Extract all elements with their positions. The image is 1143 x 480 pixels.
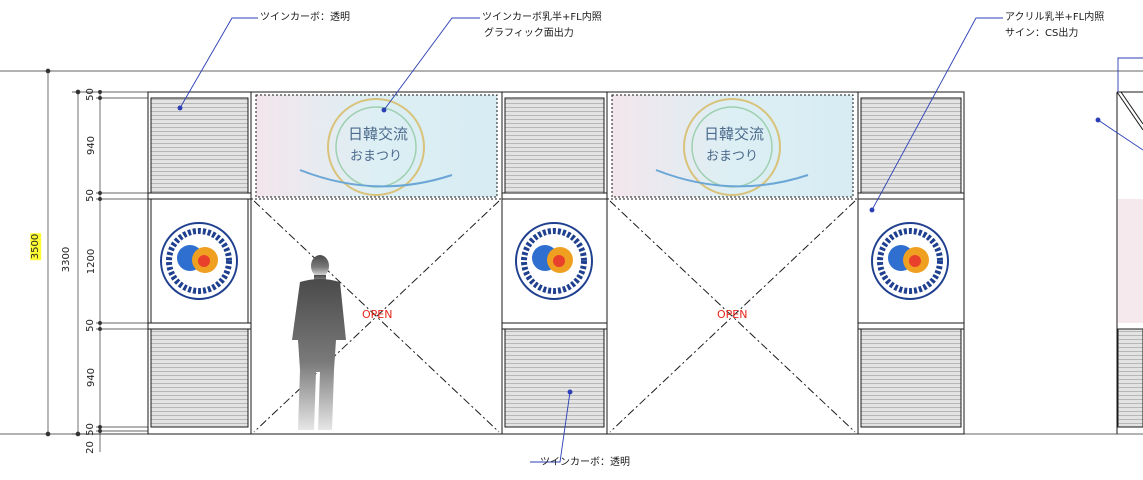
callout-leaders [177,17,1143,463]
dim-seg-lower-panel: 940 [86,367,98,388]
opening-left [250,91,503,435]
dim-seg-top: 50 [84,88,96,101]
callout-top-center-line2: グラフィック面出力 [484,28,574,39]
dim-seg-mid-top: 50 [84,189,96,202]
dim-inner: 3300 [61,246,73,273]
callout-top-center-line1: ツインカーボ乳半+FL内照 [482,12,602,23]
dim-seg-bottom: 50 [84,423,96,436]
callout-top-right-line2: サイン：CS出力 [1005,28,1079,39]
banner-medallion-left [299,98,453,196]
open-label-left: OPEN [362,308,393,321]
partial-module-far-right [1116,91,1143,434]
sign-emblem-center [515,222,593,300]
dim-seg-upper-panel: 940 [86,135,98,156]
banner-subtitle-left: おまつり [350,149,403,164]
callout-top-right-line1: アクリル乳半+FL内照 [1005,12,1105,23]
dim-seg-base: 20 [84,441,96,454]
sign-emblem-left [160,222,238,300]
sign-emblem-right [871,222,949,300]
dim-seg-sign: 1200 [86,248,98,275]
opening-right [606,91,859,435]
callout-bottom-center: ツインカーボ：透明 [540,457,630,468]
dim-total-value: 3500 [30,232,42,261]
banner-medallion-right [655,98,809,196]
banner-subtitle-right: おまつり [706,149,759,164]
callout-top-left: ツインカーボ：透明 [260,12,350,23]
dimension-lines [45,68,148,452]
dim-total: 3500 [30,232,42,261]
banner-title-left: 日韓交流 [348,125,409,143]
banner-title-right: 日韓交流 [704,125,765,143]
dim-seg-mid-bottom: 50 [84,319,96,332]
person-silhouette [292,255,346,430]
open-label-right: OPEN [717,308,748,321]
